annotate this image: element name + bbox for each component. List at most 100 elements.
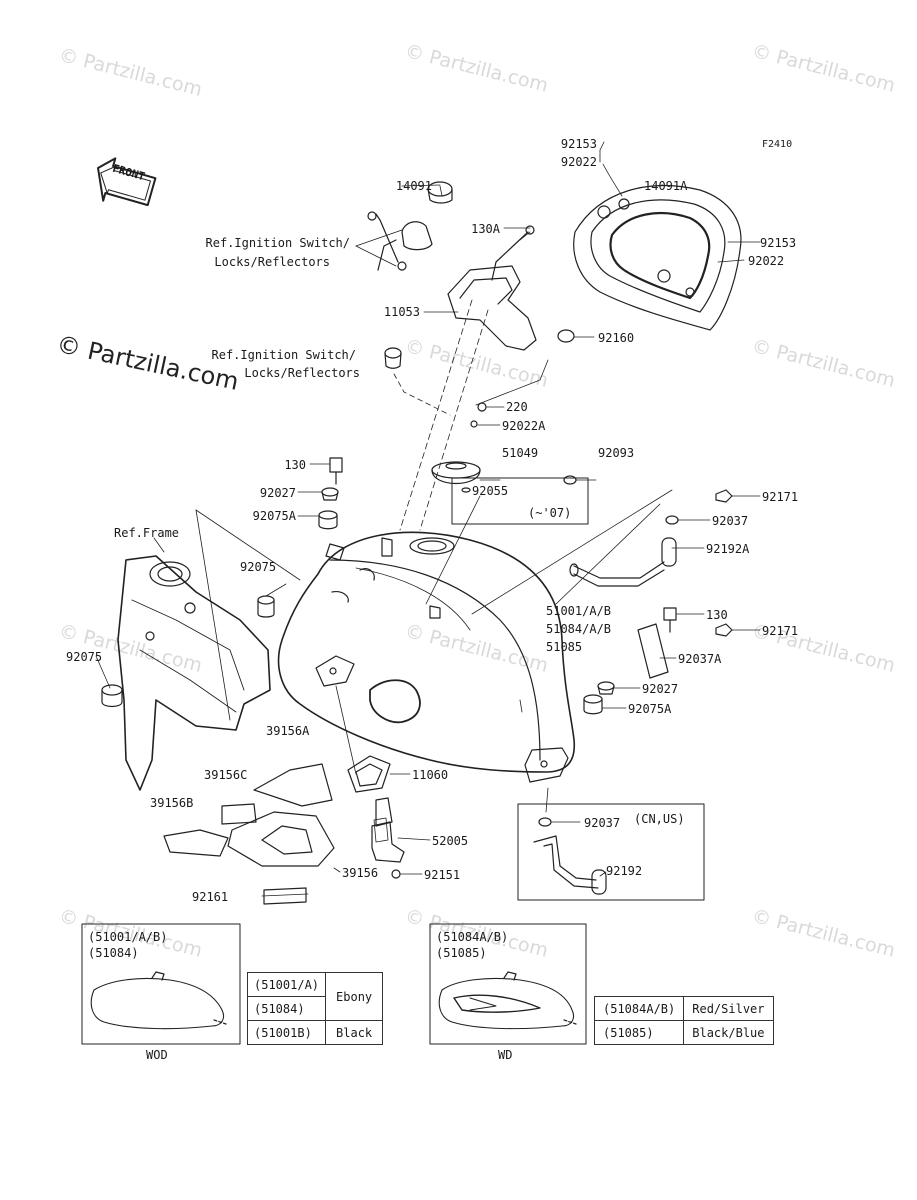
grommet-part xyxy=(384,347,402,369)
frame-part xyxy=(117,509,301,791)
rubber-92075-part xyxy=(101,684,123,708)
part-number-39156[interactable]: 39156 xyxy=(342,866,379,880)
part-number-92022[interactable]: 92022 xyxy=(560,155,597,169)
grommet-92093-part xyxy=(563,475,577,485)
collar-92027-part xyxy=(597,681,615,695)
color-table-wd: (51084A/B) Red/Silver (51085) Black/Blue xyxy=(593,996,774,1045)
clip-92171-part xyxy=(715,489,733,503)
part-number-130A[interactable]: 130A xyxy=(471,222,500,236)
damper-92075a-part xyxy=(583,694,603,715)
part-number-11053[interactable]: 11053 xyxy=(383,305,420,319)
color-table-wod: (51001/A) Ebony (51084) (51001B) Black xyxy=(246,972,384,1045)
part-number-92153[interactable]: 92153 xyxy=(560,137,597,151)
part-number-130[interactable]: 130 xyxy=(284,458,306,472)
rubber-92075-part xyxy=(257,595,275,618)
ref-locks-reflectors-label[interactable]: Locks/Reflectors xyxy=(214,255,330,269)
hose-92037a-part xyxy=(637,623,669,679)
bolt-130-part xyxy=(663,607,677,633)
part-number-92027[interactable]: 92027 xyxy=(259,486,296,500)
color-table-part: (51084) xyxy=(246,996,327,1021)
collar-92027-part xyxy=(321,487,339,501)
color-table-color: Red/Silver xyxy=(683,996,774,1021)
part-number-92037[interactable]: 92037 xyxy=(584,816,621,830)
tank-bracket-part xyxy=(447,225,537,351)
part-92037-region-note: (CN,US) xyxy=(634,812,685,826)
tank-cover-part xyxy=(573,185,742,331)
part-number-14091[interactable]: 14091 xyxy=(395,179,432,193)
tank-wod-silhouette xyxy=(90,971,227,1030)
tank-wd-silhouette xyxy=(438,971,577,1030)
part-number-92075A[interactable]: 92075A xyxy=(252,509,296,523)
front-arrow-icon xyxy=(97,157,157,207)
part-number-92037A[interactable]: 92037A xyxy=(678,652,722,666)
part-number-39156B[interactable]: 39156B xyxy=(150,796,194,810)
bolt-220-part xyxy=(477,402,487,412)
part-number-14091A[interactable]: 14091A xyxy=(644,179,688,193)
part-number-52005[interactable]: 52005 xyxy=(432,834,469,848)
part-number-39156A[interactable]: 39156A xyxy=(266,724,310,738)
part-92055-note: (~'07) xyxy=(528,506,572,520)
variant-wd-parts: (51085) xyxy=(436,946,487,960)
variant-wd-parts: (51084A/B) xyxy=(436,930,509,944)
part-number-220[interactable]: 220 xyxy=(506,400,528,414)
hose-92192-part xyxy=(533,835,607,895)
rubber-damper-part xyxy=(557,329,575,343)
tank-part-number-51084[interactable]: 51084/A/B xyxy=(546,622,612,636)
color-table-color: Black/Blue xyxy=(683,1020,774,1045)
color-table-part: (51085) xyxy=(593,1020,685,1045)
part-number-92037[interactable]: 92037 xyxy=(712,514,749,528)
ref-ignition-switch-label[interactable]: Ref.Ignition Switch/ xyxy=(205,236,351,250)
color-table-color: Black xyxy=(325,1020,384,1045)
part-number-92151[interactable]: 92151 xyxy=(424,868,461,882)
part-number-11060[interactable]: 11060 xyxy=(412,768,449,782)
color-table-color: Ebony xyxy=(325,972,384,1021)
hose-92192a-part xyxy=(569,537,677,587)
part-number-92075[interactable]: 92075 xyxy=(240,560,277,574)
part-number-92075A[interactable]: 92075A xyxy=(628,702,672,716)
pad-51049-part xyxy=(431,461,481,485)
variant-wd-caption: WD xyxy=(498,1048,513,1062)
part-number-92171[interactable]: 92171 xyxy=(762,624,799,638)
fuel-cap-part xyxy=(427,181,453,204)
part-number-92027[interactable]: 92027 xyxy=(642,682,679,696)
bolt-130-part xyxy=(329,457,343,485)
pad-39156b-part xyxy=(163,829,229,857)
clip-92171-part xyxy=(715,623,733,637)
part-number-92160[interactable]: 92160 xyxy=(598,331,635,345)
tank-part-number-51001[interactable]: 51001/A/B xyxy=(546,604,612,618)
pad-92161-part xyxy=(263,887,307,905)
ref-frame-label[interactable]: Ref.Frame xyxy=(114,526,180,540)
fuel-pump-52005-part xyxy=(371,797,405,879)
part-number-92161[interactable]: 92161 xyxy=(192,890,229,904)
part-number-92055[interactable]: 92055 xyxy=(472,484,509,498)
part-number-92192[interactable]: 92192 xyxy=(606,864,643,878)
damper-92075a-part xyxy=(318,510,338,530)
ignition-switch-part xyxy=(367,211,433,271)
leader-lines xyxy=(95,141,761,897)
ref-ignition-switch-label[interactable]: Ref.Ignition Switch/ xyxy=(211,348,357,362)
part-number-92093[interactable]: 92093 xyxy=(598,446,635,460)
color-table-part: (51084A/B) xyxy=(593,996,685,1021)
fuel-tank-part xyxy=(277,531,576,783)
pad-39156-part xyxy=(227,811,335,867)
part-number-51049[interactable]: 51049 xyxy=(502,446,539,460)
part-number-92022[interactable]: 92022 xyxy=(748,254,785,268)
part-number-92192A[interactable]: 92192A xyxy=(706,542,750,556)
tank-part-number-51085[interactable]: 51085 xyxy=(546,640,583,654)
pad-39156a-part xyxy=(253,763,333,807)
washer-92022a-part xyxy=(470,420,478,428)
part-number-39156C[interactable]: 39156C xyxy=(204,768,248,782)
color-table-part: (51001B) xyxy=(246,1020,327,1045)
pad-39156c-part xyxy=(221,803,257,825)
ref-locks-reflectors-label[interactable]: Locks/Reflectors xyxy=(244,366,360,380)
variant-wod-parts: (51084) xyxy=(88,946,139,960)
part-number-92153[interactable]: 92153 xyxy=(760,236,797,250)
part-number-130[interactable]: 130 xyxy=(706,608,728,622)
part-number-92022A[interactable]: 92022A xyxy=(502,419,546,433)
figure-code: F2410 xyxy=(762,139,793,150)
part-number-92171[interactable]: 92171 xyxy=(762,490,799,504)
part-number-92075[interactable]: 92075 xyxy=(66,650,103,664)
clamp-92037-cn-part xyxy=(538,817,552,827)
